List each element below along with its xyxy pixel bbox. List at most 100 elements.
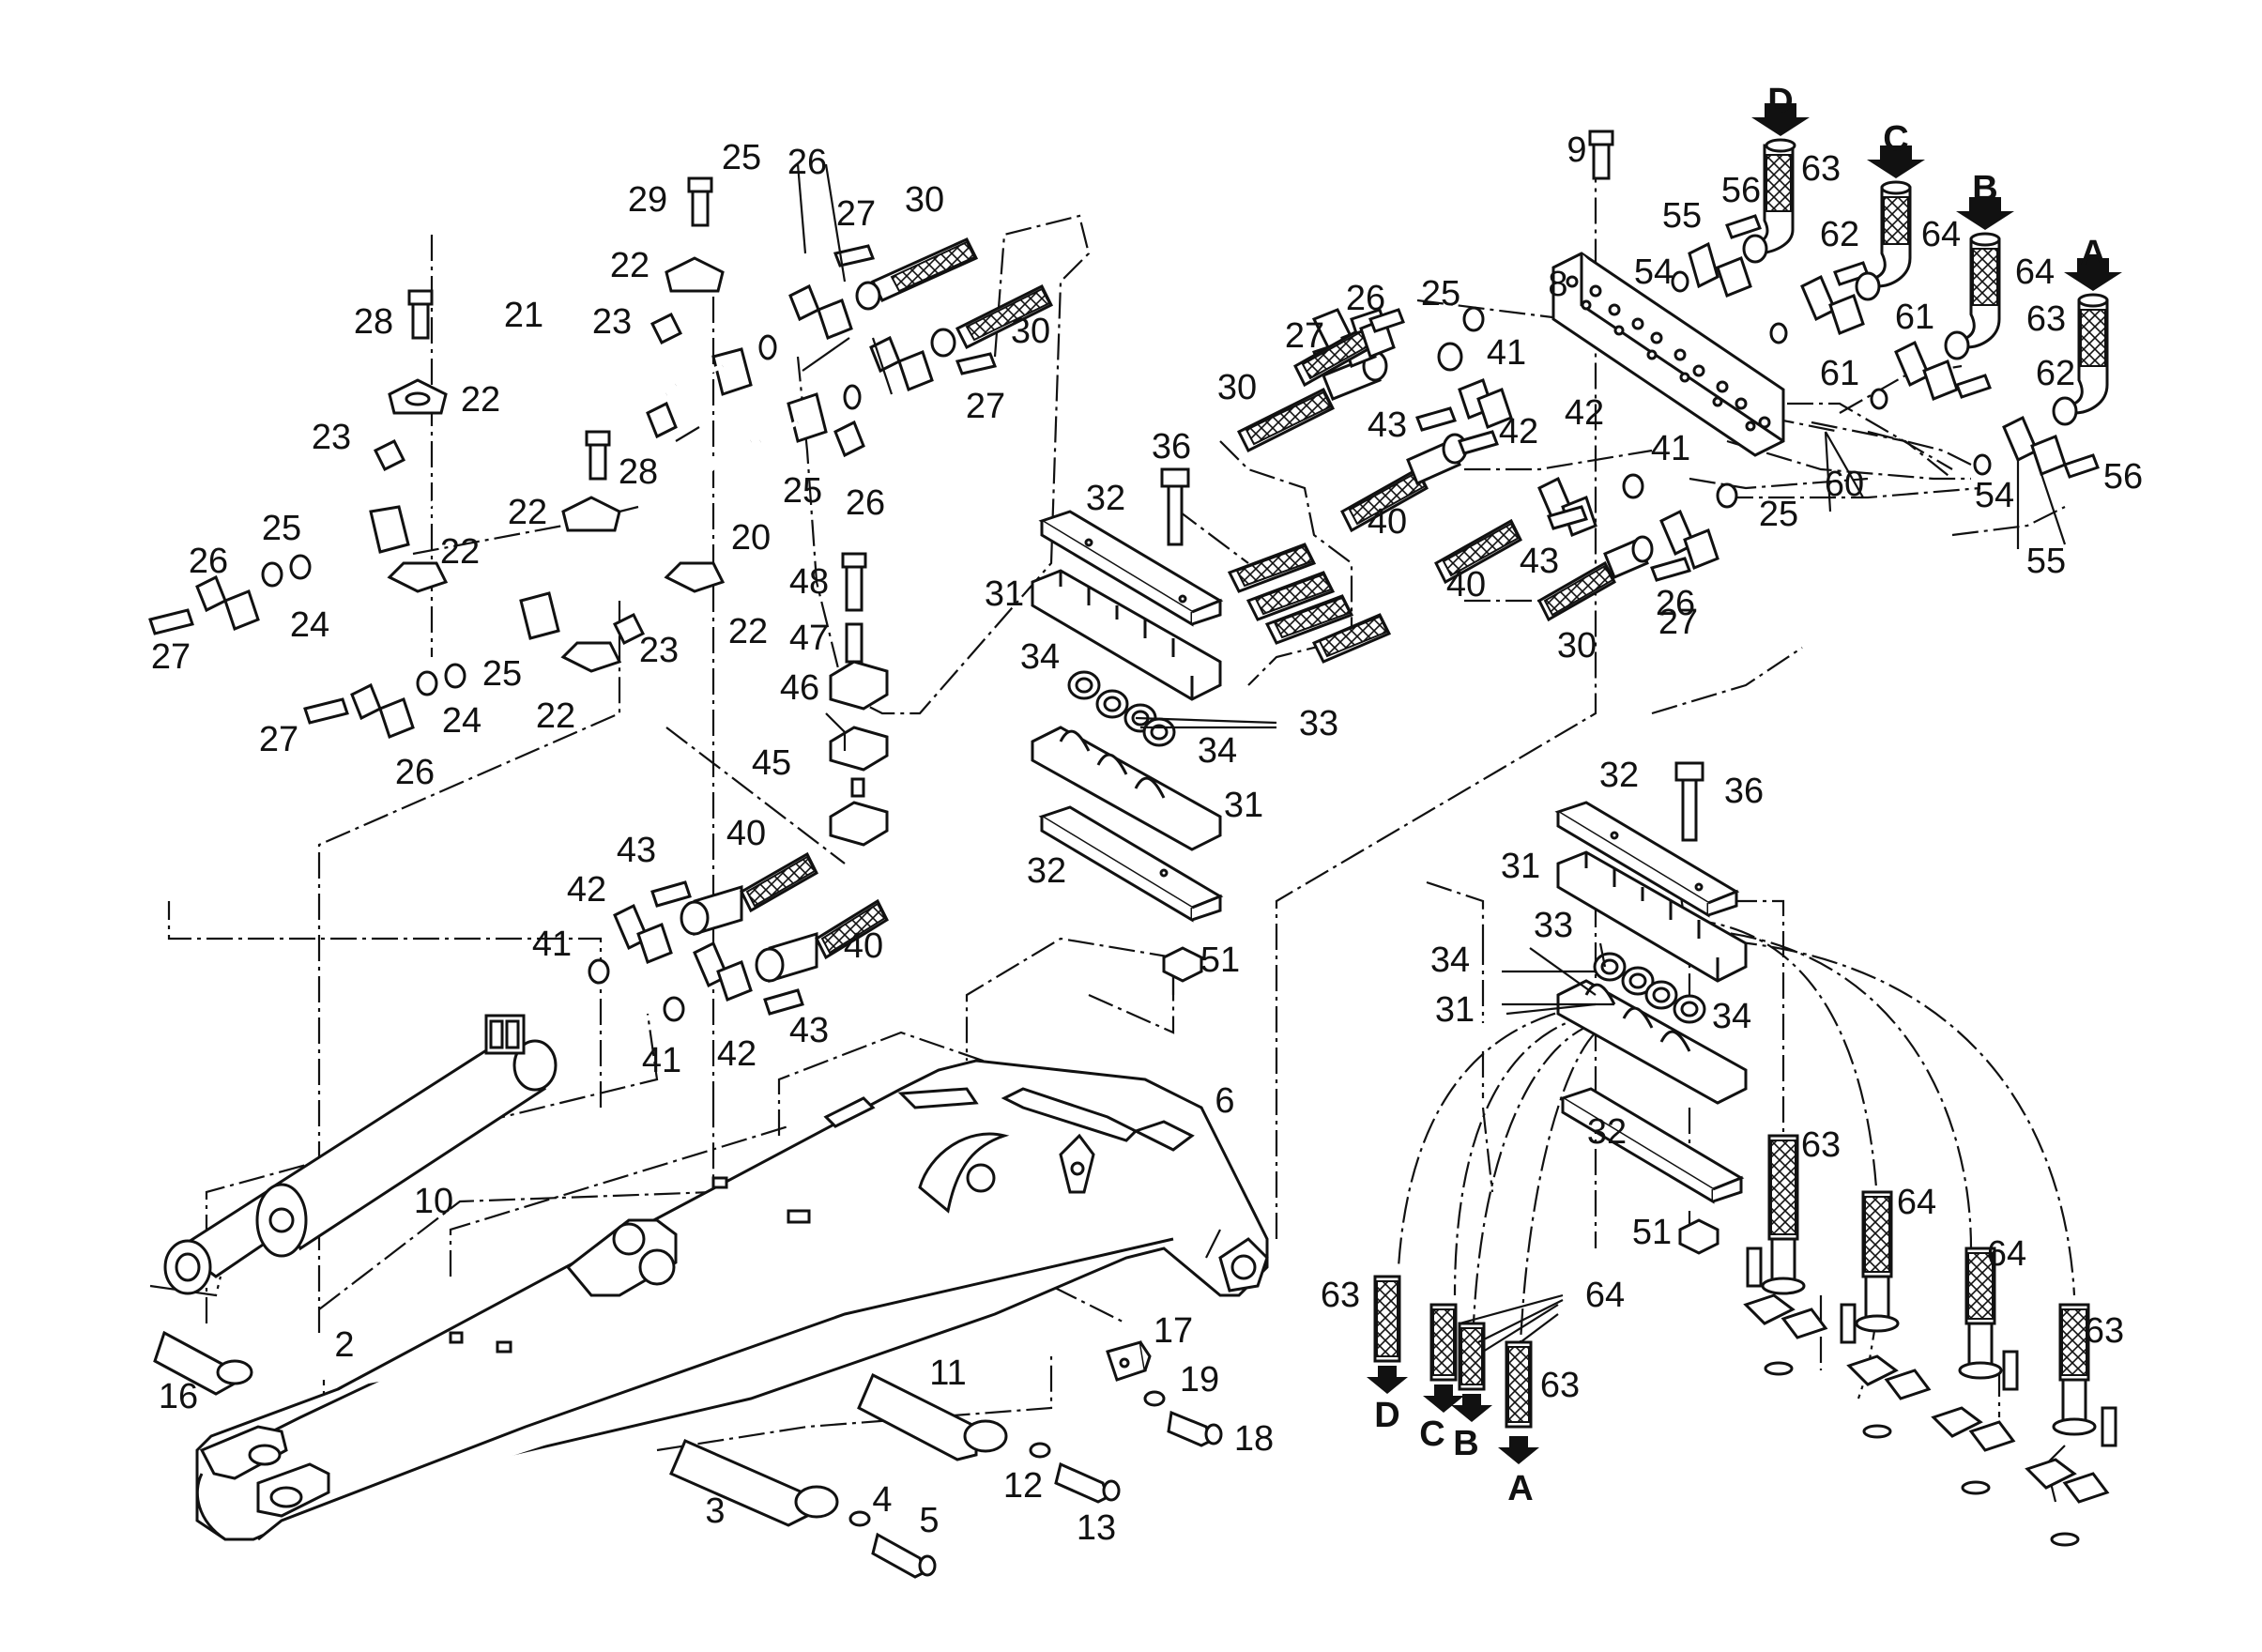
callout-27-a: 27	[836, 194, 876, 234]
callout-64-c: 64	[1897, 1183, 1936, 1222]
callout-25-e: 25	[1421, 274, 1460, 314]
lower-connector-hoses	[1367, 1275, 1564, 1464]
callout-30-d: 30	[1557, 626, 1597, 665]
callout-42-d: 42	[717, 1034, 757, 1074]
manifold-plate	[1551, 130, 1785, 457]
callout-36-b: 36	[1724, 772, 1764, 811]
upper-right-hose-ends	[1671, 103, 2122, 479]
callout-64-b: 64	[2015, 252, 2055, 292]
callout-41-a: 41	[1487, 333, 1526, 373]
callout-27-b: 27	[966, 387, 1005, 426]
callout-43-c: 43	[617, 831, 656, 870]
callout-26-c: 26	[846, 483, 885, 523]
callout-31-c: 31	[1501, 847, 1540, 886]
upper-hoses	[855, 237, 1054, 358]
callout-34-d: 34	[1712, 997, 1751, 1036]
callout-22-d: 22	[440, 532, 480, 572]
callout-63-f: 63	[1540, 1366, 1580, 1405]
callout-56-b: 56	[2103, 457, 2143, 497]
connector-c-top: C	[1883, 119, 1908, 159]
callout-24-b: 24	[442, 701, 481, 741]
callout-11: 11	[929, 1354, 966, 1393]
steel-pipes	[369, 347, 828, 640]
callout-51-b: 51	[1632, 1213, 1672, 1252]
callout-23-a: 23	[592, 302, 632, 342]
callout-31-a: 31	[985, 574, 1024, 614]
callout-13: 13	[1077, 1508, 1116, 1548]
callout-64-e: 64	[1585, 1276, 1625, 1315]
callout-54-a: 54	[1634, 252, 1674, 292]
hydraulic-cylinder	[163, 1014, 558, 1295]
callout-22-c: 22	[508, 493, 547, 532]
callout-26-d: 26	[395, 753, 435, 792]
callout-34-b: 34	[1198, 731, 1237, 771]
hose-clamp-block-upper	[1031, 467, 1392, 983]
connector-a-top: A	[2080, 234, 2105, 273]
callout-18: 18	[1234, 1419, 1274, 1459]
callout-23-c: 23	[639, 631, 679, 670]
callout-6: 6	[1215, 1081, 1234, 1121]
leader-lines	[149, 160, 2114, 1503]
callout-12: 12	[1003, 1466, 1043, 1506]
callout-25-c: 25	[783, 471, 822, 511]
boom-assembly	[195, 1059, 1269, 1541]
callout-21: 21	[504, 296, 543, 335]
callout-23-b: 23	[312, 418, 351, 457]
callout-5: 5	[919, 1501, 939, 1540]
callout-26-a: 26	[787, 143, 827, 182]
callout-3: 3	[705, 1491, 725, 1531]
callout-32-c: 32	[1599, 756, 1639, 795]
callout-25-f: 25	[1759, 495, 1798, 534]
connector-b-bottom: B	[1453, 1424, 1478, 1463]
callout-30-c: 30	[1217, 368, 1257, 407]
callout-29: 29	[628, 180, 667, 220]
callout-43-d: 43	[789, 1011, 829, 1050]
support-stack	[829, 552, 889, 847]
callout-10: 10	[414, 1182, 453, 1221]
callout-34-c: 34	[1430, 941, 1470, 980]
callout-19: 19	[1180, 1360, 1219, 1400]
callout-64-d: 64	[1987, 1234, 2026, 1274]
callout-64-a: 64	[1921, 215, 1961, 254]
callout-26-e: 26	[1346, 279, 1385, 318]
pins	[153, 1330, 1008, 1527]
callout-30-a: 30	[905, 180, 944, 220]
callout-32-d: 32	[1587, 1112, 1627, 1152]
callout-27-f: 27	[1658, 603, 1698, 642]
callout-27-d: 27	[259, 720, 298, 759]
callout-9: 9	[1567, 130, 1586, 170]
callout-8: 8	[1548, 265, 1567, 304]
callout-42-a: 42	[1499, 412, 1538, 451]
lower-left-hose-ends	[588, 851, 889, 1022]
callout-47: 47	[789, 619, 829, 658]
callout-48: 48	[789, 562, 829, 602]
callout-30-b: 30	[1011, 312, 1050, 351]
callout-28-a: 28	[354, 302, 393, 342]
callout-25-d: 25	[482, 654, 522, 694]
callout-63-d: 63	[2085, 1311, 2124, 1351]
callout-leaders	[675, 163, 2067, 1353]
connector-d-top: D	[1767, 82, 1793, 121]
callout-45: 45	[752, 743, 791, 783]
callout-34-a: 34	[1020, 637, 1060, 677]
callout-41-d: 41	[642, 1041, 681, 1080]
callout-27-e: 27	[1285, 316, 1324, 356]
callout-2: 2	[334, 1325, 354, 1365]
callout-31-d: 31	[1435, 990, 1475, 1030]
callout-26-f: 26	[1656, 584, 1695, 623]
callout-55-a: 55	[1662, 196, 1702, 236]
hose-clamp-block-lower	[1554, 761, 1748, 1255]
callout-16: 16	[159, 1377, 198, 1416]
connector-a-bottom: A	[1507, 1469, 1533, 1508]
callout-22-e: 22	[728, 612, 768, 651]
callout-22-b: 22	[461, 380, 500, 420]
callout-20: 20	[731, 518, 771, 558]
callout-42-b: 42	[1565, 393, 1604, 433]
lower-right-hose-ends	[1743, 1134, 2117, 1547]
middle-hose-ends	[1236, 306, 1738, 622]
callout-63-c: 63	[1801, 1125, 1841, 1165]
callout-22-f: 22	[536, 696, 575, 736]
callout-33-a: 33	[1299, 704, 1338, 743]
connector-b-top: B	[1972, 169, 1997, 208]
